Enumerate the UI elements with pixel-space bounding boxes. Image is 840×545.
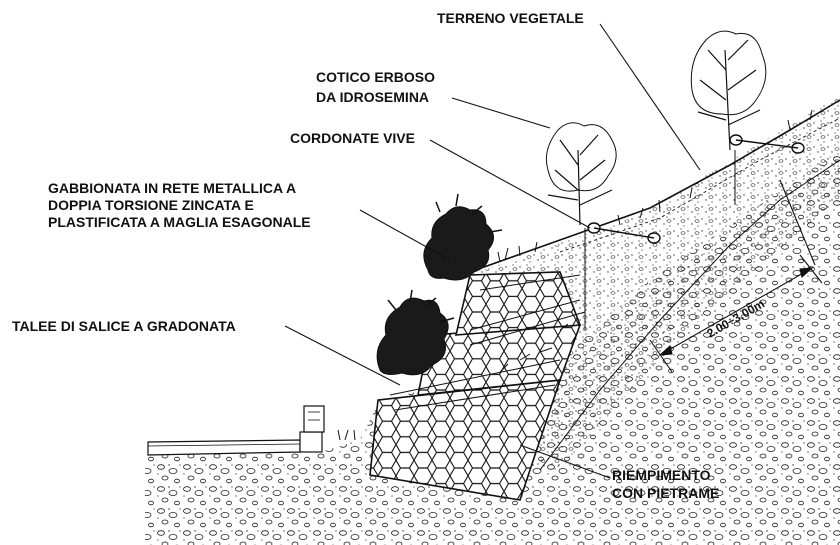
label-cordonate: CORDONATE VIVE (290, 130, 415, 146)
backfill-wedge (470, 95, 840, 470)
labels: TERRENO VEGETALE COTICO ERBOSO DA IDROSE… (12, 10, 719, 501)
excavation-line (539, 159, 840, 471)
leader-gabbionata (359, 209, 451, 261)
leader-talee (284, 325, 401, 386)
label-riempimento-line2: CON PIETRAME (612, 485, 719, 501)
shrubs (337, 30, 813, 441)
label-gabbionata-line2: DOPPIA TORSIONE ZINCATA E (48, 197, 254, 213)
leader-cotico (451, 97, 551, 129)
shrub-upper-left (423, 193, 503, 281)
label-gabbionata-line3: PLASTIFICATA A MAGLIA ESAGONALE (48, 214, 311, 230)
label-cotico-line2: DA IDROSEMINA (316, 89, 429, 105)
leader-lines (284, 23, 701, 479)
base-ground (145, 150, 840, 545)
dimension-indicator (649, 179, 823, 373)
label-riempimento-line1: RIEMPIMENTO (612, 467, 711, 483)
label-gabbionata-line1: GABBIONATA IN RETE METALLICA A (48, 180, 296, 196)
slope-surface-inner (559, 117, 840, 253)
grass-tufts (337, 109, 813, 441)
ground-section (145, 95, 840, 545)
shrub-top-right (690, 30, 767, 151)
leader-riempimento (519, 444, 611, 479)
talee-willow-cuttings (389, 274, 586, 411)
shrub-lower (376, 289, 455, 376)
slope-surface (469, 99, 840, 273)
leader-cordonate (429, 139, 591, 229)
cordonate-fascines (587, 134, 805, 244)
gabion-baskets (369, 271, 582, 501)
leader-terreno (599, 23, 701, 171)
shrub-middle (545, 122, 617, 226)
label-talee: TALEE DI SALICE A GRADONATA (12, 318, 236, 334)
label-cotico-line1: COTICO ERBOSO (316, 69, 435, 85)
label-terreno-vegetale: TERRENO VEGETALE (437, 10, 584, 26)
road-curb (147, 405, 325, 456)
